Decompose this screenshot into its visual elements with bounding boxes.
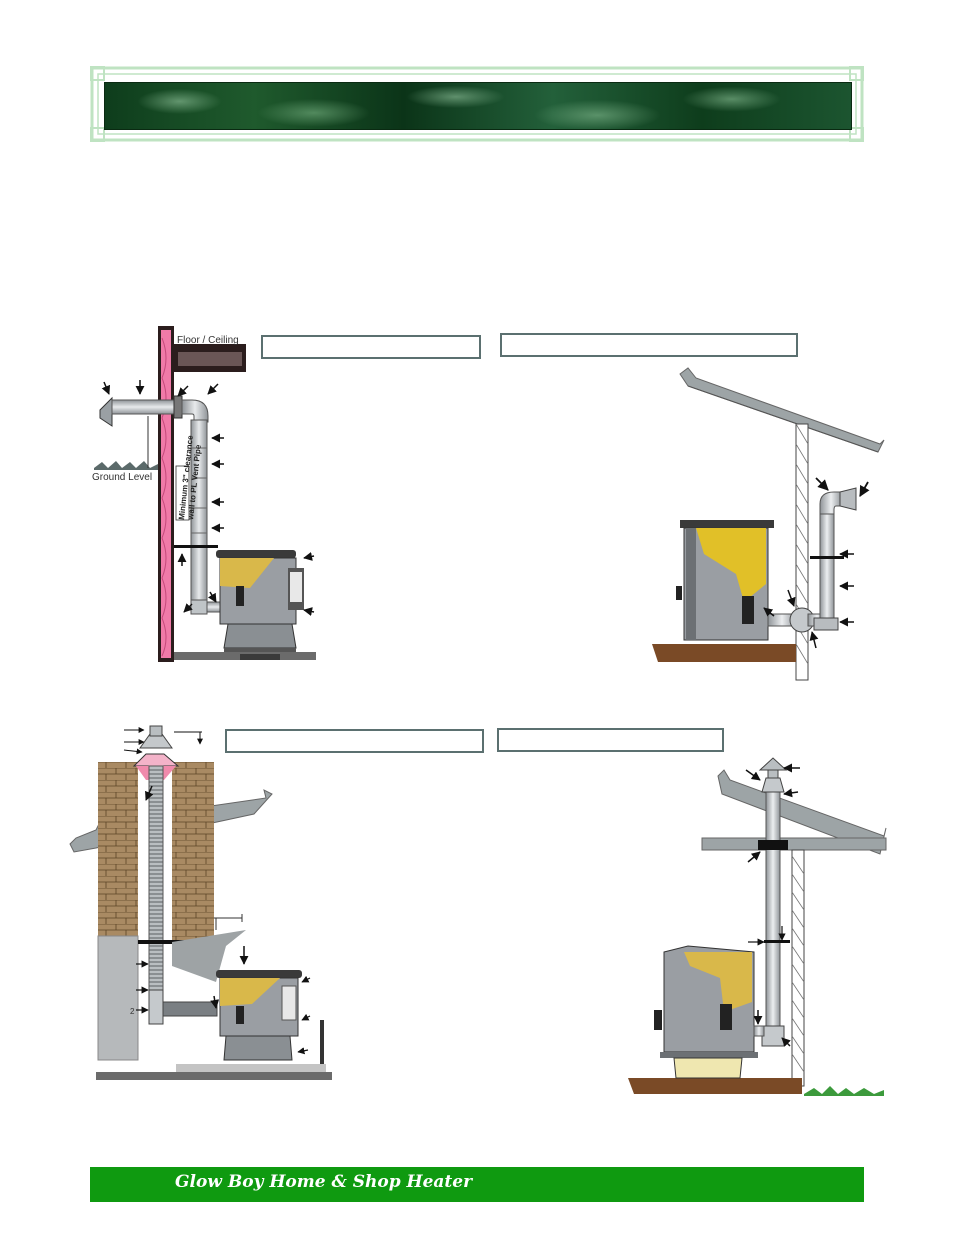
vent-elbow-top (181, 399, 209, 423)
diagram-masonry-chimney: 2 (69, 725, 332, 1080)
caption-box-3 (225, 729, 484, 753)
pellet-heater (216, 970, 324, 1066)
pellet-heater (216, 550, 304, 660)
heater-connector (206, 601, 222, 613)
diagram-wall-outside-rise (652, 367, 885, 681)
vent-termination-cap (99, 396, 113, 427)
ground-level-label: Ground Level (92, 472, 152, 483)
header-banner-frame (90, 66, 864, 142)
caption-box-2 (500, 333, 798, 357)
footer-bar: Glow Boy Home & Shop Heater (90, 1167, 864, 1202)
outside-vertical-pipe (819, 511, 835, 623)
chimney-base (97, 935, 139, 1061)
pellet-heater (676, 520, 774, 641)
floor-ceiling-label: Floor / Ceiling (177, 335, 239, 346)
vent-termination-cap (839, 487, 857, 511)
heater-connector (162, 1001, 218, 1017)
storm-collar (761, 777, 785, 793)
ceiling (701, 837, 887, 851)
wall-insulation (161, 330, 171, 658)
outside-elbow (819, 491, 843, 515)
chimney-brick-right (172, 762, 214, 940)
diagram-horizontal-through-wall: Floor / Ceiling Ground Level Minimum 3" … (92, 326, 316, 662)
callout-number-2: 2 (130, 1007, 135, 1016)
diagram-vertical-through-roof (628, 757, 887, 1096)
roof-overhang (679, 367, 885, 453)
ground-grass (804, 1086, 884, 1096)
horizontal-vent-pipe (111, 399, 175, 415)
wall-strap (174, 545, 218, 548)
ground-line (94, 461, 158, 470)
footer-title: Glow Boy Home & Shop Heater (175, 1172, 473, 1192)
chimney-brick-left (98, 762, 138, 940)
vent-termination-cap (758, 757, 788, 771)
chimney-liner (148, 765, 164, 999)
caption-box-4 (497, 728, 724, 752)
header-banner (104, 82, 852, 130)
floor (628, 1078, 802, 1094)
caption-box-1 (261, 335, 481, 359)
floor (96, 1072, 332, 1080)
floor (652, 644, 796, 662)
vertical-vent-pipe (765, 791, 781, 1047)
pellet-heater (654, 945, 758, 1079)
roof-plane (717, 769, 887, 855)
